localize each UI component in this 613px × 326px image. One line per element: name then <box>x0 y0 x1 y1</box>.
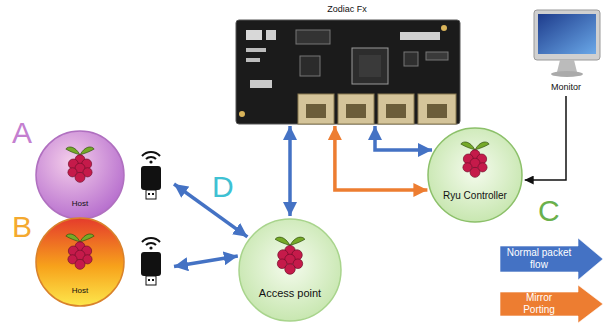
flow-arrow <box>375 126 432 150</box>
legend-text: Normal packet flow <box>504 247 574 271</box>
letter-label: C <box>538 196 560 226</box>
flow-arrow <box>335 126 428 190</box>
raspberry-pi-logo <box>275 237 305 274</box>
flow-arrow <box>525 96 566 180</box>
letter-label: A <box>12 118 32 148</box>
raspberry-pi-logo <box>66 234 94 269</box>
monitor-icon <box>534 10 600 77</box>
node-circle <box>36 131 124 219</box>
letter-label: B <box>12 212 32 242</box>
node-label: Access point <box>238 287 342 300</box>
node-circle <box>239 219 341 321</box>
legend-arrow-swatch <box>500 238 603 280</box>
controller-node: Ryu Controller <box>427 127 523 223</box>
legend-arrow-swatch <box>500 285 603 323</box>
flow-arrow <box>174 256 238 267</box>
node-outline <box>238 218 342 322</box>
flow-arrow <box>174 184 247 237</box>
node-label: Host <box>35 286 125 295</box>
raspberry-pi-logo <box>461 142 489 177</box>
zodiac-board <box>236 20 460 124</box>
legend-text: Mirror Porting <box>509 292 569 316</box>
node-outline <box>427 127 523 223</box>
node-label: Host <box>35 199 125 208</box>
host-node: Host <box>35 130 172 220</box>
switch-board: Zodiac Fx <box>233 2 461 124</box>
host-node: Host <box>35 217 172 307</box>
access-point-node: Access point <box>238 218 342 322</box>
letter-label: D <box>212 172 234 202</box>
node-circle <box>428 128 522 222</box>
node-label: Ryu Controller <box>427 190 523 202</box>
node-label: Zodiac Fx <box>233 4 461 14</box>
node-label: Monitor <box>528 82 604 92</box>
raspberry-pi-logo <box>66 147 94 182</box>
wifi-dongle <box>141 152 161 199</box>
node-circle <box>36 218 124 306</box>
flow-arrow <box>288 126 292 216</box>
wifi-dongle <box>141 238 161 285</box>
monitor-node: Monitor <box>528 6 604 94</box>
